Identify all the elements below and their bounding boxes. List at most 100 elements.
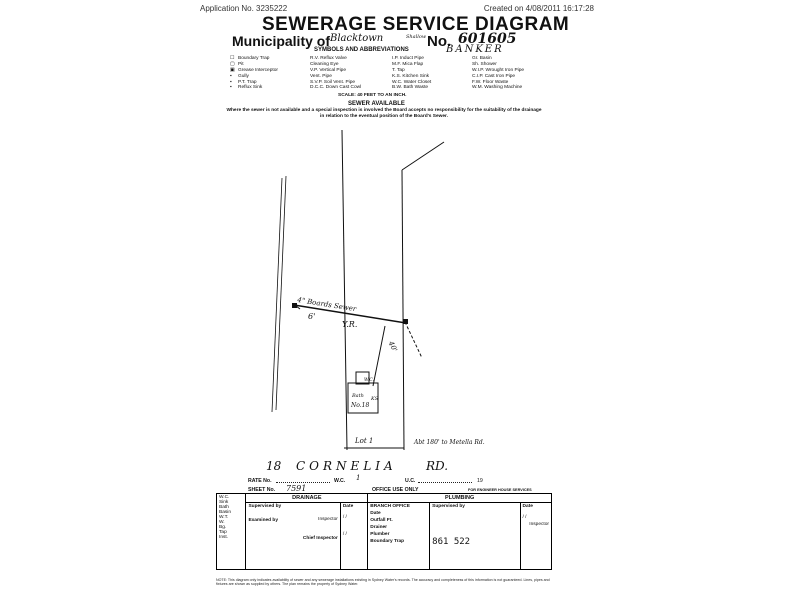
- outfall-ft-label: Ft.: [386, 518, 393, 523]
- house-label-bath: Bath: [352, 393, 364, 399]
- legend-item: Cleaning Eye: [310, 61, 339, 67]
- wc-value: 1: [356, 474, 361, 482]
- uc-line: [418, 482, 472, 483]
- house-drain-line: [372, 325, 386, 387]
- chief-inspector-label: Chief Inspector: [302, 536, 338, 541]
- sewer-start-marker: [292, 303, 297, 308]
- outbuilding-outline: [355, 371, 370, 385]
- branch-drainer-label: Drainer: [370, 525, 388, 530]
- year-suffix: 19: [477, 478, 483, 484]
- drainage-signoff-cell: Supervised by Examined by Inspector Chie…: [245, 502, 341, 570]
- branch-date-label: Date: [370, 511, 381, 516]
- legend-item: B.W. Bath Waste: [392, 85, 429, 91]
- owner-name: BANKER: [446, 44, 504, 55]
- date-label: Date: [342, 504, 354, 509]
- sewerage-diagram-document: Application No. 3235222 Created on 4/08/…: [200, 0, 600, 600]
- boards-sewer-line: [293, 304, 407, 324]
- lot-boundary-right: [401, 169, 405, 451]
- sewer-available-heading: SEWER AVAILABLE: [348, 101, 405, 107]
- sheet-no-value: 7591: [286, 484, 307, 493]
- fixture-label: Bath: [219, 505, 229, 510]
- legend-column-4: Gr. Basin Sh. Shower W.I.P. Wrought Iron…: [472, 56, 524, 91]
- legend-item: S.V.P. Soil Vent. Pipe: [310, 79, 356, 85]
- legend-item: ▢Pit: [230, 61, 244, 67]
- legend-column-1: ☐Boundary Trap ▢Pit ▣Grease Interceptor …: [230, 56, 278, 91]
- legend-item: V.P. Vertical Pipe: [310, 67, 347, 73]
- legend-item: ▪Gully: [230, 73, 249, 79]
- scale-note: SCALE: 40 FEET TO AN INCH.: [338, 93, 407, 98]
- legend-item: W.I.P. Wrought Iron Pipe: [472, 67, 525, 73]
- fixture-label: W.: [219, 520, 225, 525]
- road-edge-line: [275, 175, 287, 411]
- legend-item: I.P. Induct Pipe: [392, 56, 424, 61]
- legend-column-2: R.V. Reflux Valve Cleaning Eye V.P. Vert…: [310, 56, 361, 91]
- branch-plumber-label: Plumber: [370, 532, 390, 537]
- municipality-note: Shallow: [406, 34, 427, 40]
- road-distance-note: Abt 180' to Metella Rd.: [414, 439, 485, 446]
- road-edge-line: [271, 177, 283, 413]
- fixture-label: Sink: [219, 500, 229, 505]
- house-outline: [347, 382, 379, 414]
- house-label-ks: KS: [371, 396, 379, 402]
- connection-line: [404, 321, 423, 359]
- office-use-table: W.C. Sink Bath Basin W.T. W. Bg. Tap Ins…: [215, 493, 553, 570]
- footer-disclaimer: NOTE: This diagram only indicates availa…: [216, 578, 550, 587]
- stamp-number: 861 522: [432, 537, 471, 547]
- fixture-label: Basin: [219, 510, 231, 515]
- drainage-heading: DRAINAGE: [245, 493, 369, 503]
- legend-item: F.W. Floor Waste: [472, 79, 509, 85]
- examined-by-label: Examined by: [248, 518, 279, 523]
- legend-item: ☐Boundary Trap: [230, 56, 270, 61]
- legend-item: ▪Reflux Sink: [230, 85, 263, 91]
- municipality-value: Blacktown: [330, 33, 384, 44]
- street-suffix: RD.: [426, 459, 449, 473]
- street-number: 18: [266, 459, 282, 473]
- legend-column-3: I.P. Induct Pipe M.F. Mica Flap T. Tap K…: [392, 56, 431, 91]
- legend-item: W.C. Water Closet: [392, 79, 432, 85]
- legend-item: ▪P.T. Trap: [230, 79, 257, 85]
- fixture-label: Bg.: [219, 525, 227, 530]
- fixture-label: Tap: [219, 530, 227, 535]
- legend-item: M.F. Mica Flap: [392, 61, 424, 67]
- legend-item: Gr. Basin: [472, 56, 492, 61]
- street-name: CORNELIA: [296, 459, 397, 473]
- house-number-label: No.18: [351, 402, 370, 409]
- plumbing-supervised-label: Supervised by: [432, 504, 465, 509]
- legend-item: Vent. Pipe: [310, 73, 332, 79]
- page-title: SEWERAGE SERVICE DIAGRAM: [262, 14, 570, 35]
- branch-office-label: BRANCH OFFICE: [370, 504, 410, 509]
- lot-boundary-left: [341, 129, 348, 451]
- junction-marker: [403, 319, 408, 324]
- legend-item: C.I.P. Cast Iron Pipe: [472, 73, 516, 79]
- fixture-label: W.C.: [219, 495, 230, 500]
- plumbing-inspector-label: Inspector: [529, 522, 549, 527]
- plumbing-heading: PLUMBING: [367, 493, 552, 503]
- application-number: Application No. 3235222: [200, 4, 288, 13]
- symbols-title: SYMBOLS AND ABBREVIATIONS: [314, 47, 409, 53]
- site-plan-drawing: [271, 129, 445, 451]
- office-use-heading: OFFICE USE ONLY: [372, 487, 419, 493]
- legend-item: D.C.C. Down Cast Cowl: [310, 85, 362, 91]
- plumbing-signoff-cell: Supervised by 861 522: [429, 502, 521, 570]
- municipality-label: Municipality of: [232, 33, 330, 49]
- uc-label: U.C.: [405, 478, 416, 484]
- yard-label: Y.R.: [342, 320, 358, 329]
- lot-boundary-top: [401, 141, 445, 171]
- legend-item: W.M. Washing Machine: [472, 85, 523, 91]
- lot-label: Lot 1: [355, 437, 374, 445]
- plumbing-date-cell: Date / / Inspector: [519, 502, 553, 570]
- number-label: No.: [427, 33, 452, 50]
- legend-item: Sh. Shower: [472, 61, 497, 67]
- offset-label: 6': [308, 312, 316, 321]
- supervised-by-label: Supervised by: [248, 504, 282, 509]
- fixture-column: W.C. Sink Bath Basin W.T. W. Bg. Tap Ins…: [215, 493, 247, 570]
- branch-outfall-row: Outfall Ft.: [370, 518, 393, 523]
- wc-label: W.C.: [334, 478, 346, 484]
- branch-office-cell: BRANCH OFFICE Date Outfall Ft. Drainer P…: [367, 502, 431, 570]
- diagram-number: 601605: [458, 31, 517, 47]
- engineer-note: FOR ENGINEER HOUSE SERVICES: [468, 488, 532, 492]
- branch-boundary-trap-label: Boundary Trap: [370, 539, 405, 544]
- responsibility-notice: Where the sewer is not available and a s…: [226, 108, 542, 119]
- drainage-date-cell: Date / / / /: [339, 502, 369, 570]
- sheet-no-label: SHEET No.: [248, 487, 276, 493]
